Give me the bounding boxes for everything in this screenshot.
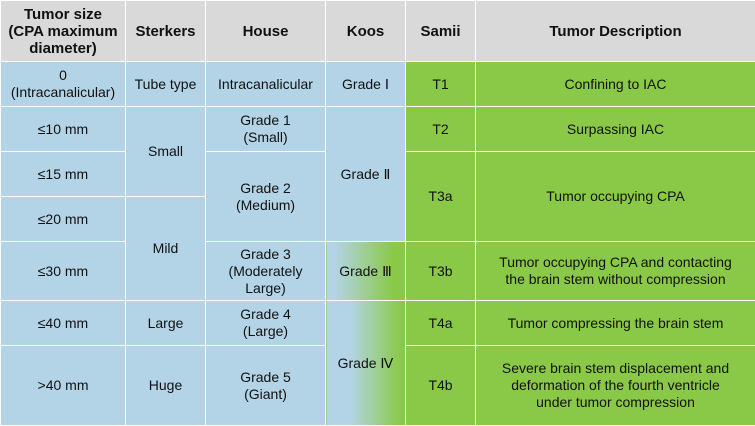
house-cell: Grade 2 (Medium) (206, 152, 326, 242)
sterkers-cell: Small (126, 107, 206, 197)
table-row: ≤30 mm Grade 3 (Moderately Large) Grade … (1, 242, 755, 301)
header-koos: Koos (326, 1, 406, 62)
size-cell: 0 (Intracanalicular) (1, 62, 126, 107)
samii-cell: T4b (406, 346, 476, 426)
samii-cell: T4a (406, 301, 476, 346)
table-row: ≤40 mm Large Grade 4 (Large) Grade Ⅳ T4a… (1, 301, 755, 346)
sterkers-cell: Huge (126, 346, 206, 426)
koos-cell: Grade Ⅰ (326, 62, 406, 107)
size-cell: ≤40 mm (1, 301, 126, 346)
samii-cell: T3a (406, 152, 476, 242)
description-cell: Surpassing IAC (476, 107, 755, 152)
header-sterkers: Sterkers (126, 1, 206, 62)
header-samii: Samii (406, 1, 476, 62)
sterkers-cell: Tube type (126, 62, 206, 107)
header-house: House (206, 1, 326, 62)
description-cell: Tumor compressing the brain stem (476, 301, 755, 346)
house-cell: Intracanalicular (206, 62, 326, 107)
description-cell: Tumor occupying CPA and contacting the b… (476, 242, 755, 301)
header-tumor-description: Tumor Description (476, 1, 755, 62)
koos-cell: Grade Ⅲ (326, 242, 406, 301)
koos-cell: Grade Ⅱ (326, 107, 406, 242)
koos-cell: Grade Ⅳ (326, 301, 406, 426)
header-tumor-size: Tumor size (CPA maximum diameter) (1, 1, 126, 62)
samii-cell: T1 (406, 62, 476, 107)
size-cell: ≤30 mm (1, 242, 126, 301)
sterkers-cell: Large (126, 301, 206, 346)
size-cell: ≤10 mm (1, 107, 126, 152)
samii-cell: T3b (406, 242, 476, 301)
description-cell: Severe brain stem displacement and defor… (476, 346, 755, 426)
house-cell: Grade 1 (Small) (206, 107, 326, 152)
size-cell: >40 mm (1, 346, 126, 426)
size-cell: ≤20 mm (1, 197, 126, 242)
house-cell: Grade 5 (Giant) (206, 346, 326, 426)
table-row: ≤10 mm Small Grade 1 (Small) Grade Ⅱ T2 … (1, 107, 755, 152)
table-row: 0 (Intracanalicular) Tube type Intracana… (1, 62, 755, 107)
header-row: Tumor size (CPA maximum diameter) Sterke… (1, 1, 755, 62)
description-cell: Confining to IAC (476, 62, 755, 107)
samii-cell: T2 (406, 107, 476, 152)
size-cell: ≤15 mm (1, 152, 126, 197)
sterkers-cell: Mild (126, 197, 206, 301)
description-cell: Tumor occupying CPA (476, 152, 755, 242)
house-cell: Grade 3 (Moderately Large) (206, 242, 326, 301)
house-cell: Grade 4 (Large) (206, 301, 326, 346)
